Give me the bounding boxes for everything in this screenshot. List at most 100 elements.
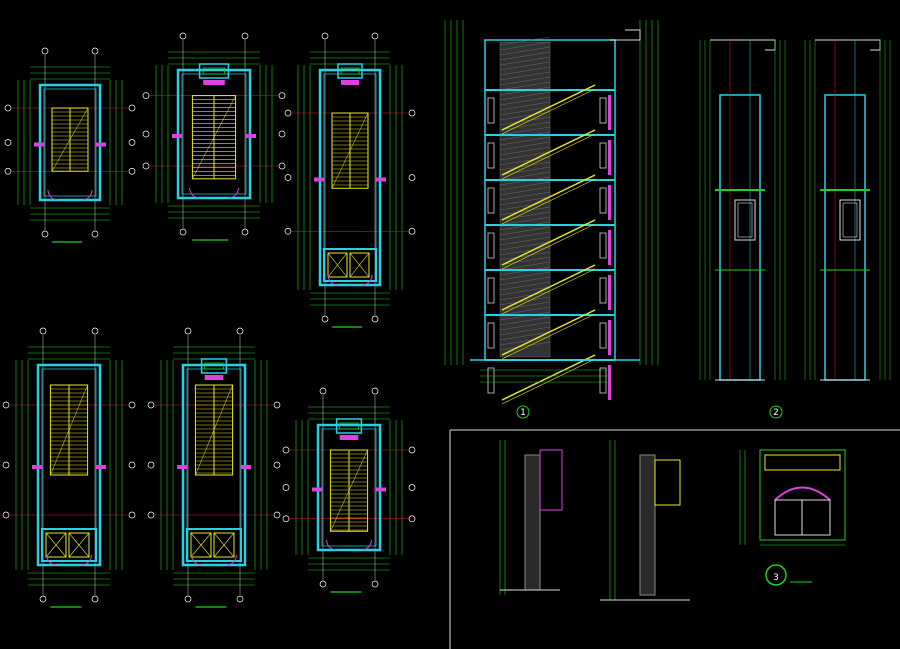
stair-run [501, 354, 596, 401]
marker-detail-3: 3 [765, 564, 812, 586]
stair-plan [142, 32, 286, 241]
elevator-x [190, 532, 212, 558]
grid-bubble [179, 32, 187, 40]
door-swing [326, 539, 337, 551]
grid-bubble [408, 515, 416, 523]
hatch [499, 191, 551, 201]
column-mark [96, 142, 106, 147]
column-mark [312, 487, 322, 492]
grid-bubble [278, 130, 286, 138]
hatch [499, 231, 551, 241]
window [487, 187, 495, 214]
hatch [499, 51, 551, 61]
stair-run [501, 129, 596, 176]
window [599, 367, 607, 394]
hatch [499, 301, 551, 311]
hatch [499, 181, 551, 191]
elevator-section [804, 39, 891, 381]
hatch [499, 321, 551, 331]
grid-bubble [142, 130, 150, 138]
grid-bubble [91, 595, 99, 603]
wall-section [608, 230, 611, 265]
hatch [499, 316, 551, 326]
grid-bubble [4, 167, 12, 175]
hatch [499, 66, 551, 76]
stair-run [501, 84, 596, 131]
grid-bubble [408, 484, 416, 491]
shaft-inner [202, 67, 226, 75]
elevator-sections [699, 39, 891, 381]
grid-bubble [147, 511, 155, 519]
stair-run [501, 223, 596, 270]
elevator-car [68, 532, 90, 558]
grid-bubble [371, 387, 379, 395]
grid-bubble [128, 167, 136, 175]
door-panel [339, 435, 359, 440]
hatch [499, 96, 551, 106]
hatch [499, 216, 551, 226]
hatch [499, 146, 551, 156]
door-swing [191, 554, 202, 566]
wall-section [608, 140, 611, 175]
lift-lobby [186, 528, 242, 562]
wall-detail [639, 454, 656, 596]
grid-bubble [236, 327, 244, 335]
grid-bubble [273, 401, 281, 409]
grid-bubble [128, 461, 136, 469]
hatch [499, 306, 551, 316]
grid-bubble [282, 484, 290, 491]
grid-bubble [282, 515, 290, 523]
entrance-elevation [759, 449, 846, 541]
grid-bubble [371, 315, 379, 323]
elevator-car [45, 532, 67, 558]
hatch [499, 116, 551, 126]
hatch [499, 56, 551, 66]
stair-run [501, 268, 596, 315]
window [487, 367, 495, 394]
window [599, 187, 607, 214]
grid-bubble [41, 47, 49, 55]
grid-bubble [4, 139, 12, 146]
stair-run [501, 88, 596, 135]
hatch [499, 241, 551, 251]
shaft-inner [339, 422, 359, 430]
hatch [499, 286, 551, 296]
hatch [499, 236, 551, 246]
window [487, 142, 495, 169]
door-swing [81, 554, 92, 566]
elevator-car [734, 199, 756, 241]
grid-bubble [319, 580, 327, 588]
elevator-car [190, 532, 212, 558]
wall-section [608, 95, 611, 130]
stair-plan [284, 32, 416, 328]
window [599, 277, 607, 304]
column-mark [172, 134, 182, 138]
hatch [499, 331, 551, 341]
hatch [499, 276, 551, 286]
hatch [499, 101, 551, 111]
column-mark [32, 465, 42, 469]
window [487, 97, 495, 124]
hatch [499, 151, 551, 161]
column-mark [177, 465, 187, 469]
hatch [499, 106, 551, 116]
grid-bubble [91, 327, 99, 335]
elevator-car [349, 252, 370, 278]
stair-run [501, 178, 596, 225]
wall-section [608, 185, 611, 220]
svg-text:1: 1 [520, 408, 526, 418]
grid-bubble [236, 595, 244, 603]
column-mark [314, 177, 324, 182]
parapet [610, 29, 641, 41]
stair-break-line [50, 384, 88, 476]
hatch [499, 296, 551, 306]
grid-bubble [39, 327, 47, 335]
hatch [499, 341, 551, 351]
wall-section [608, 320, 611, 355]
grid-bubble [241, 228, 249, 236]
grid-bubble [408, 446, 416, 454]
elevator-x [68, 532, 90, 558]
hatch [499, 61, 551, 71]
hatch [499, 136, 551, 146]
